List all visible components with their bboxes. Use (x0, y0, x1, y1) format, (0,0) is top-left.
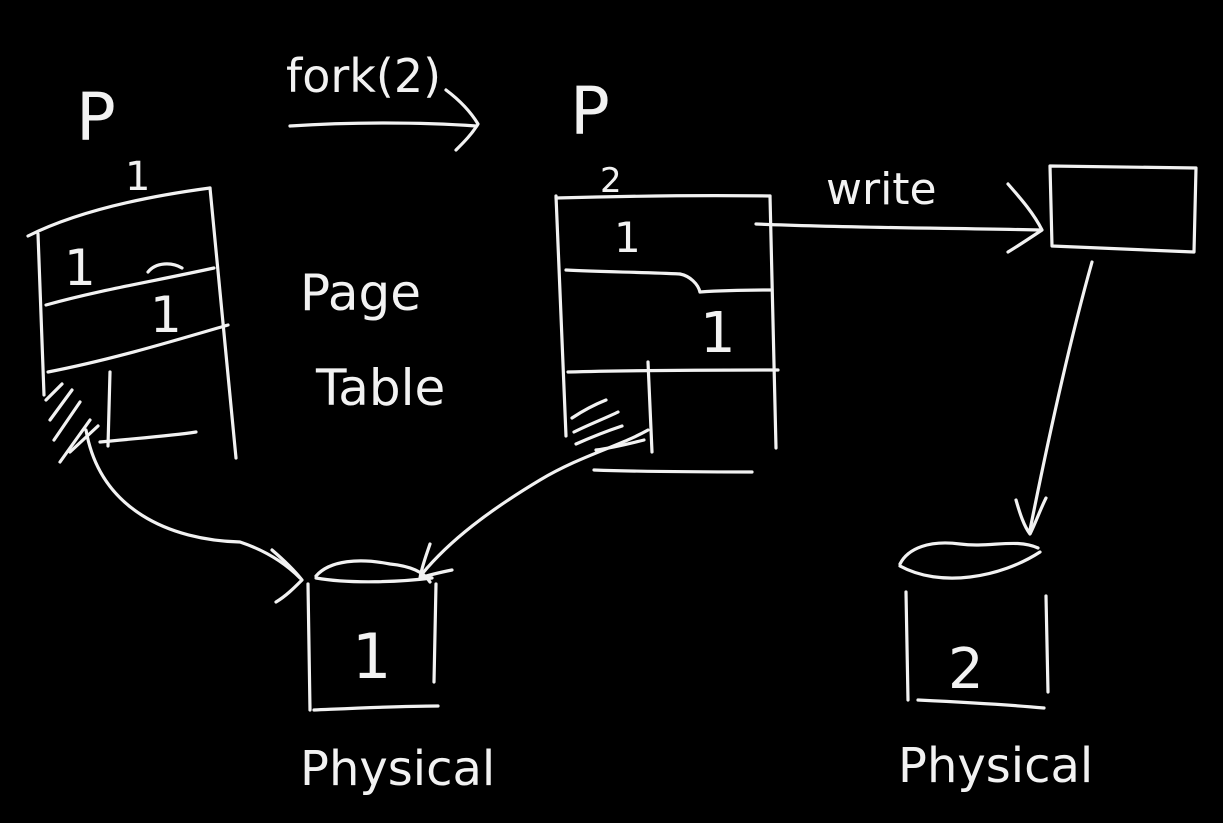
new-entry-box (1048, 164, 1198, 254)
frame-2-label: Physical (898, 738, 1093, 794)
page-table-label-line2: Table (315, 359, 445, 417)
physical-frame-2 (898, 541, 1050, 710)
write-arrow (754, 182, 1044, 254)
arrow-to-frame-2 (1014, 260, 1094, 536)
p2-entry-2: 1 (700, 301, 736, 366)
arrow-p2-to-frame-1 (418, 428, 650, 580)
process-2-subscript: 2 (600, 161, 622, 201)
process-1-subscript: 1 (125, 154, 150, 200)
page-table-label-line1: Page (300, 264, 421, 322)
frame-1-label: Physical (300, 741, 495, 797)
page-table-p2 (554, 194, 780, 474)
p1-entry-1: 1 (64, 239, 96, 297)
p2-entry-1: 1 (614, 213, 641, 262)
arrow-p1-to-frame-1 (84, 428, 304, 604)
page-table-p1 (26, 186, 238, 464)
fork-label: fork(2) (286, 49, 441, 103)
p1-entry-2: 1 (150, 286, 182, 344)
process-2-name: P (570, 73, 610, 150)
process-1-name: P (76, 79, 116, 156)
fork-arrow (288, 88, 480, 152)
frame-1-number: 1 (352, 620, 391, 693)
physical-frame-1 (306, 559, 440, 712)
frame-2-number: 2 (948, 637, 984, 702)
write-label: write (826, 164, 937, 215)
